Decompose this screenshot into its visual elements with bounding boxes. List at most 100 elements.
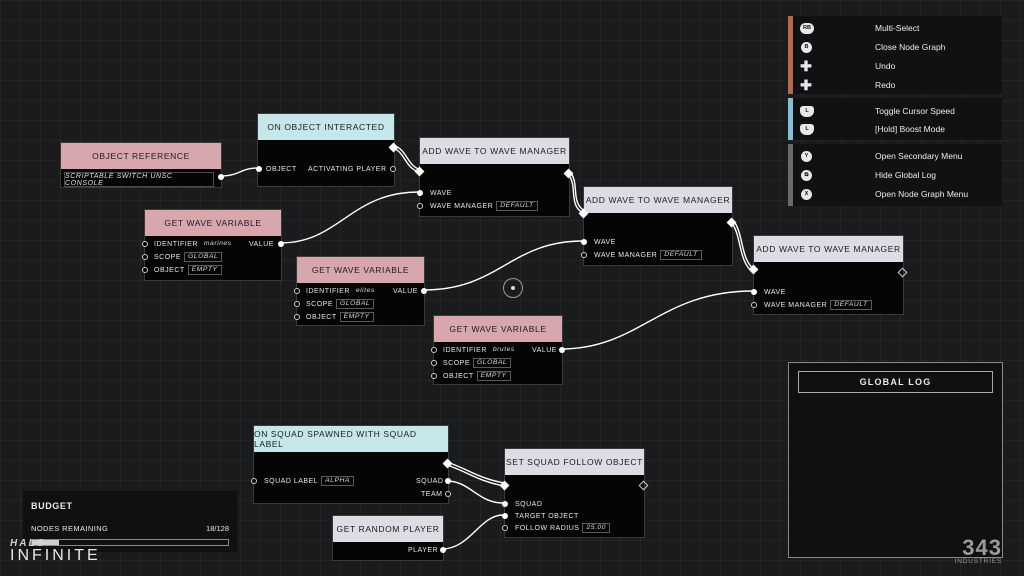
activating-player-pin[interactable] [390,166,396,172]
node-add-wave-2[interactable]: ADD WAVE TO WAVE MANAGER WAVE WAVE MANAG… [578,186,737,266]
exec-out-pin[interactable] [442,458,453,469]
scope-pin[interactable] [294,301,300,307]
control-open-node-graph-menu[interactable]: X Open Node Graph Menu [788,185,1002,203]
control-hide-global-log[interactable]: ⧉ Hide Global Log [788,166,1002,184]
group-bar [788,144,793,206]
identifier-value[interactable]: marines [203,240,232,247]
node-title: ADD WAVE TO WAVE MANAGER [754,236,903,262]
squad-output-pin[interactable] [445,478,451,484]
exec-out-pin[interactable] [563,168,574,179]
squad-label-pin[interactable] [251,478,257,484]
identifier-pin[interactable] [294,288,300,294]
control-toggle-cursor-speed[interactable]: L Toggle Cursor Speed [788,102,1002,120]
exec-out-pin[interactable] [638,480,649,491]
wave-input-pin[interactable] [417,190,423,196]
output-pin[interactable] [218,174,224,180]
left-stick-icon: L [800,105,814,117]
target-object-pin[interactable] [502,513,508,519]
node-object-reference[interactable]: OBJECT REFERENCE SCRIPTABLE SWITCH UNSC … [60,142,224,188]
node-title: ADD WAVE TO WAVE MANAGER [584,187,732,213]
infinite-wordmark: INFINITE [10,547,101,564]
identifier-pin[interactable] [431,347,437,353]
exec-out-pin[interactable] [726,217,737,228]
scope-label: SCOPE [306,300,334,308]
nodes-remaining-label: NODES REMAINING [31,524,109,533]
node-title: GET WAVE VARIABLE [434,316,562,342]
node-title: OBJECT REFERENCE [61,143,221,169]
wave-manager-label: WAVE MANAGER [594,251,658,259]
identifier-pin[interactable] [142,241,148,247]
object-value[interactable]: EMPTY [476,371,511,381]
scope-pin[interactable] [142,254,148,260]
team-output-pin[interactable] [445,491,451,497]
scope-label: SCOPE [154,253,182,261]
wave-manager-value[interactable]: DEFAULT [496,201,538,211]
wave-label: WAVE [594,238,616,246]
node-add-wave-3[interactable]: ADD WAVE TO WAVE MANAGER WAVE WAVE MANAG… [748,235,908,315]
exec-in-pin[interactable] [414,166,425,177]
control-boost-mode[interactable]: L [Hold] Boost Mode [788,120,1002,138]
control-close-node-graph[interactable]: B Close Node Graph [788,38,1002,56]
node-title: ON SQUAD SPAWNED WITH SQUAD LABEL [254,426,448,452]
scope-value[interactable]: GLOBAL [336,299,375,309]
value-output-pin[interactable] [559,347,565,353]
wave-manager-pin[interactable] [581,252,587,258]
object-value[interactable]: EMPTY [187,265,222,275]
global-log-panel[interactable]: GLOBAL LOG [788,362,1003,558]
budget-progress-bar [31,539,229,546]
wave-input-pin[interactable] [751,289,757,295]
scope-value[interactable]: GLOBAL [473,358,512,368]
exec-out-pin[interactable] [388,142,399,153]
node-get-random-player[interactable]: GET RANDOM PLAYER PLAYER [332,515,446,561]
studio-logo: 343 INDUSTRIES [955,537,1002,566]
value-output-pin[interactable] [421,288,427,294]
control-redo[interactable]: ✚ Redo [788,76,1002,94]
squad-input-pin[interactable] [502,501,508,507]
object-pin[interactable] [142,267,148,273]
object-value[interactable]: EMPTY [339,312,374,322]
exec-in-pin[interactable] [748,264,759,275]
scope-pin[interactable] [431,360,437,366]
object-input-pin[interactable] [256,166,262,172]
object-pin[interactable] [431,373,437,379]
exec-out-pin[interactable] [897,267,908,278]
control-open-secondary-menu[interactable]: Y Open Secondary Menu [788,147,1002,165]
object-pin[interactable] [294,314,300,320]
scope-value[interactable]: GLOBAL [184,252,223,262]
follow-radius-pin[interactable] [502,525,508,531]
node-on-squad-spawned[interactable]: ON SQUAD SPAWNED WITH SQUAD LABEL SQUAD … [251,425,453,504]
scope-label: SCOPE [443,359,471,367]
exec-in-pin[interactable] [499,480,510,491]
object-reference-value[interactable]: SCRIPTABLE SWITCH UNSC CONSOLE [64,172,214,187]
value-label: VALUE [393,287,418,295]
identifier-value[interactable]: brutes [492,346,515,353]
node-on-object-interacted[interactable]: ON OBJECT INTERACTED OBJECT ACTIVATING P… [256,113,399,187]
value-output-pin[interactable] [278,241,284,247]
wave-label: WAVE [764,288,786,296]
squad-label-value[interactable]: ALPHA [321,476,354,486]
budget-panel: BUDGET NODES REMAINING 18/128 [23,491,237,552]
control-multi-select[interactable]: RB Multi-Select [788,19,1002,37]
group-bar [788,98,793,140]
node-add-wave-1[interactable]: ADD WAVE TO WAVE MANAGER WAVE WAVE MANAG… [414,137,574,217]
group-bar [788,16,793,94]
follow-radius-value[interactable]: 25.00 [582,523,610,533]
wave-manager-value[interactable]: DEFAULT [830,300,872,310]
identifier-value[interactable]: elites [355,287,375,294]
node-title: ADD WAVE TO WAVE MANAGER [420,138,569,164]
player-output-pin[interactable] [440,547,446,553]
node-set-squad-follow[interactable]: SET SQUAD FOLLOW OBJECT SQUAD TARGET OBJ… [499,448,649,538]
wave-manager-label: WAVE MANAGER [764,301,828,309]
control-undo[interactable]: ✚ Undo [788,57,1002,75]
wave-manager-pin[interactable] [417,203,423,209]
control-label: Undo [875,61,896,71]
wave-input-pin[interactable] [581,239,587,245]
follow-radius-label: FOLLOW RADIUS [515,524,580,532]
wave-manager-pin[interactable] [751,302,757,308]
wave-manager-value[interactable]: DEFAULT [660,250,702,260]
